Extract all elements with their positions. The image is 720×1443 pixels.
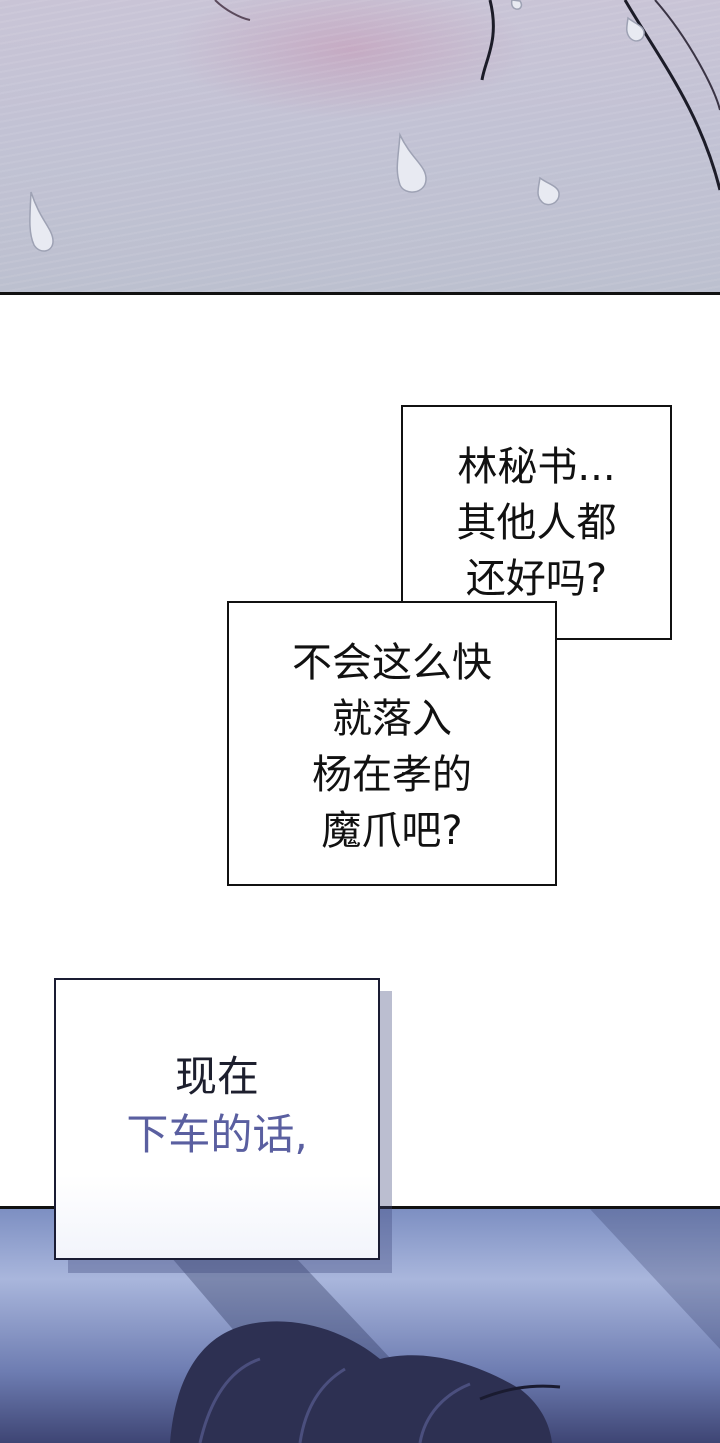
- bubble-2-line-4: 魔爪吧?: [321, 808, 463, 854]
- bubble-2-line-2: 就落入: [332, 696, 452, 742]
- caption-line-2: 下车的话,: [126, 1110, 308, 1159]
- bubble-2-line-1: 不会这么快: [292, 640, 492, 686]
- hatching-texture: [0, 0, 720, 292]
- top-comic-panel: [0, 0, 720, 295]
- pink-sheen: [170, 0, 530, 120]
- bubble-1-line-2: 其他人都: [456, 500, 617, 546]
- caption-line-1: 现在: [174, 1052, 259, 1101]
- narration-caption: 现在 下车的话,: [54, 978, 380, 1260]
- speech-bubble-2: 不会这么快 就落入 杨在孝的 魔爪吧?: [227, 601, 557, 886]
- bubble-1-line-1: 林秘书...: [457, 444, 616, 490]
- water-drops-icon: [29, 0, 720, 252]
- character-hair-icon: [130, 1209, 720, 1443]
- bubble-join-patch: [403, 603, 555, 638]
- speech-bubble-1: 林秘书... 其他人都 还好吗?: [401, 405, 672, 640]
- bubble-2-line-3: 杨在孝的: [312, 752, 472, 798]
- bubble-1-line-3: 还好吗?: [465, 556, 608, 602]
